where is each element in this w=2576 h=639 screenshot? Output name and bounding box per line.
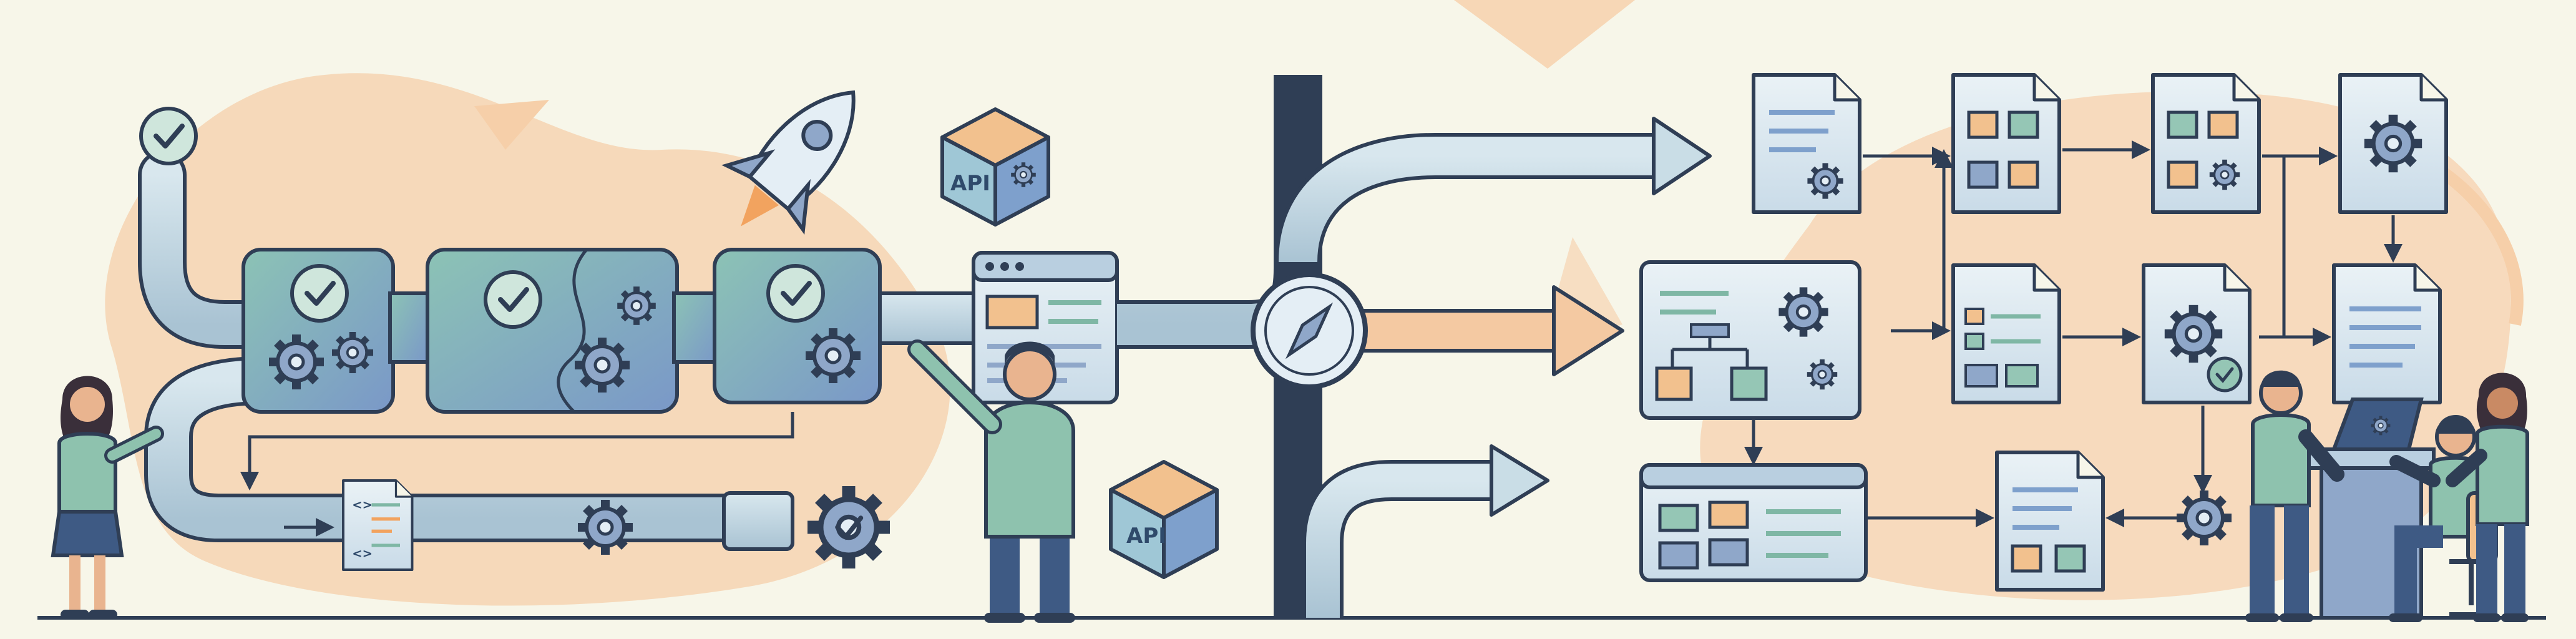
rocket-icon [721,90,856,235]
check-gear-icon [807,486,890,568]
layout-document-icon [1997,452,2103,590]
check-icon [141,109,196,163]
gear-icon [2177,490,2232,545]
gear-icon [332,332,373,373]
process-tank-1 [242,248,395,414]
left-pipeline: <> <> [138,109,1000,571]
code-document-icon: <> <> [342,479,414,571]
gear-icon [806,328,861,383]
diagram-window-icon [1639,260,1861,420]
gear-icon [617,286,656,325]
team-at-desk [2245,370,2529,622]
dashboard-window-icon [1639,463,1868,582]
api-cube-icon-top: API [940,107,1050,227]
gear-icon [578,500,633,555]
right-flowchart [1639,75,2529,622]
flowchart-document-icon [1953,75,2059,212]
svg-text:API: API [950,171,990,196]
api-cube-icon-bottom: API [1109,460,1219,579]
gear-document-icon [2340,75,2446,212]
svg-text:<>: <> [352,547,373,561]
flowchart-gear-document-icon [2153,75,2259,212]
gear-icon [269,334,324,389]
svg-text:<>: <> [352,498,373,512]
checked-gear-document-icon [2144,265,2250,402]
svg-text:API: API [1126,524,1166,549]
process-tank-3 [713,248,882,404]
check-icon [292,266,347,321]
person-pointing [907,339,1075,623]
person-left [51,376,164,620]
check-icon [485,272,540,327]
document-icon [1754,75,1860,212]
check-icon [768,266,823,321]
form-document-icon [1953,265,2059,402]
gear-icon [575,338,630,393]
compass-icon [1251,262,1368,389]
text-document-icon [2334,265,2440,402]
process-tank-2 [426,248,679,414]
junction-pipes [1117,75,1712,618]
